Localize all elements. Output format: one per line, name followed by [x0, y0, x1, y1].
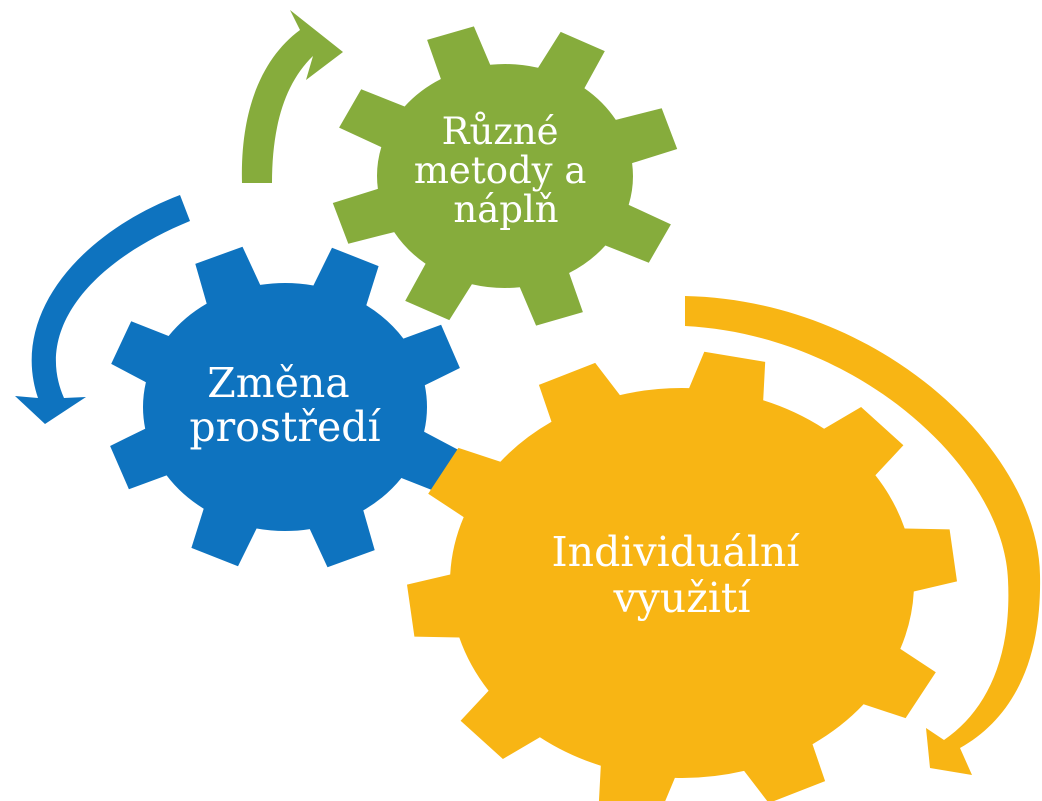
blue-gear-label: Změna prostředí: [189, 359, 381, 451]
yellow-gear: [407, 351, 957, 801]
blue-gear-label-line: prostředí: [189, 403, 381, 451]
green-cycle-arrow: [241, 10, 343, 183]
green-gear-label: Různé metody a náplň: [414, 110, 598, 231]
yellow-gear-label-line: využití: [612, 574, 751, 622]
blue-gear: [110, 246, 460, 568]
green-gear-label-line: náplň: [453, 188, 558, 231]
yellow-cycle-arrow: [685, 296, 1041, 775]
green-gear-label-line: Různé: [442, 110, 559, 153]
blue-cycle-arrow: [15, 195, 190, 424]
green-gear-label-line: metody a: [414, 149, 587, 192]
blue-gear-label-line: Změna: [207, 359, 349, 407]
yellow-gear-label: Individuální využití: [551, 528, 812, 622]
green-gear: [332, 26, 678, 326]
yellow-gear-label-line: Individuální: [551, 528, 800, 576]
